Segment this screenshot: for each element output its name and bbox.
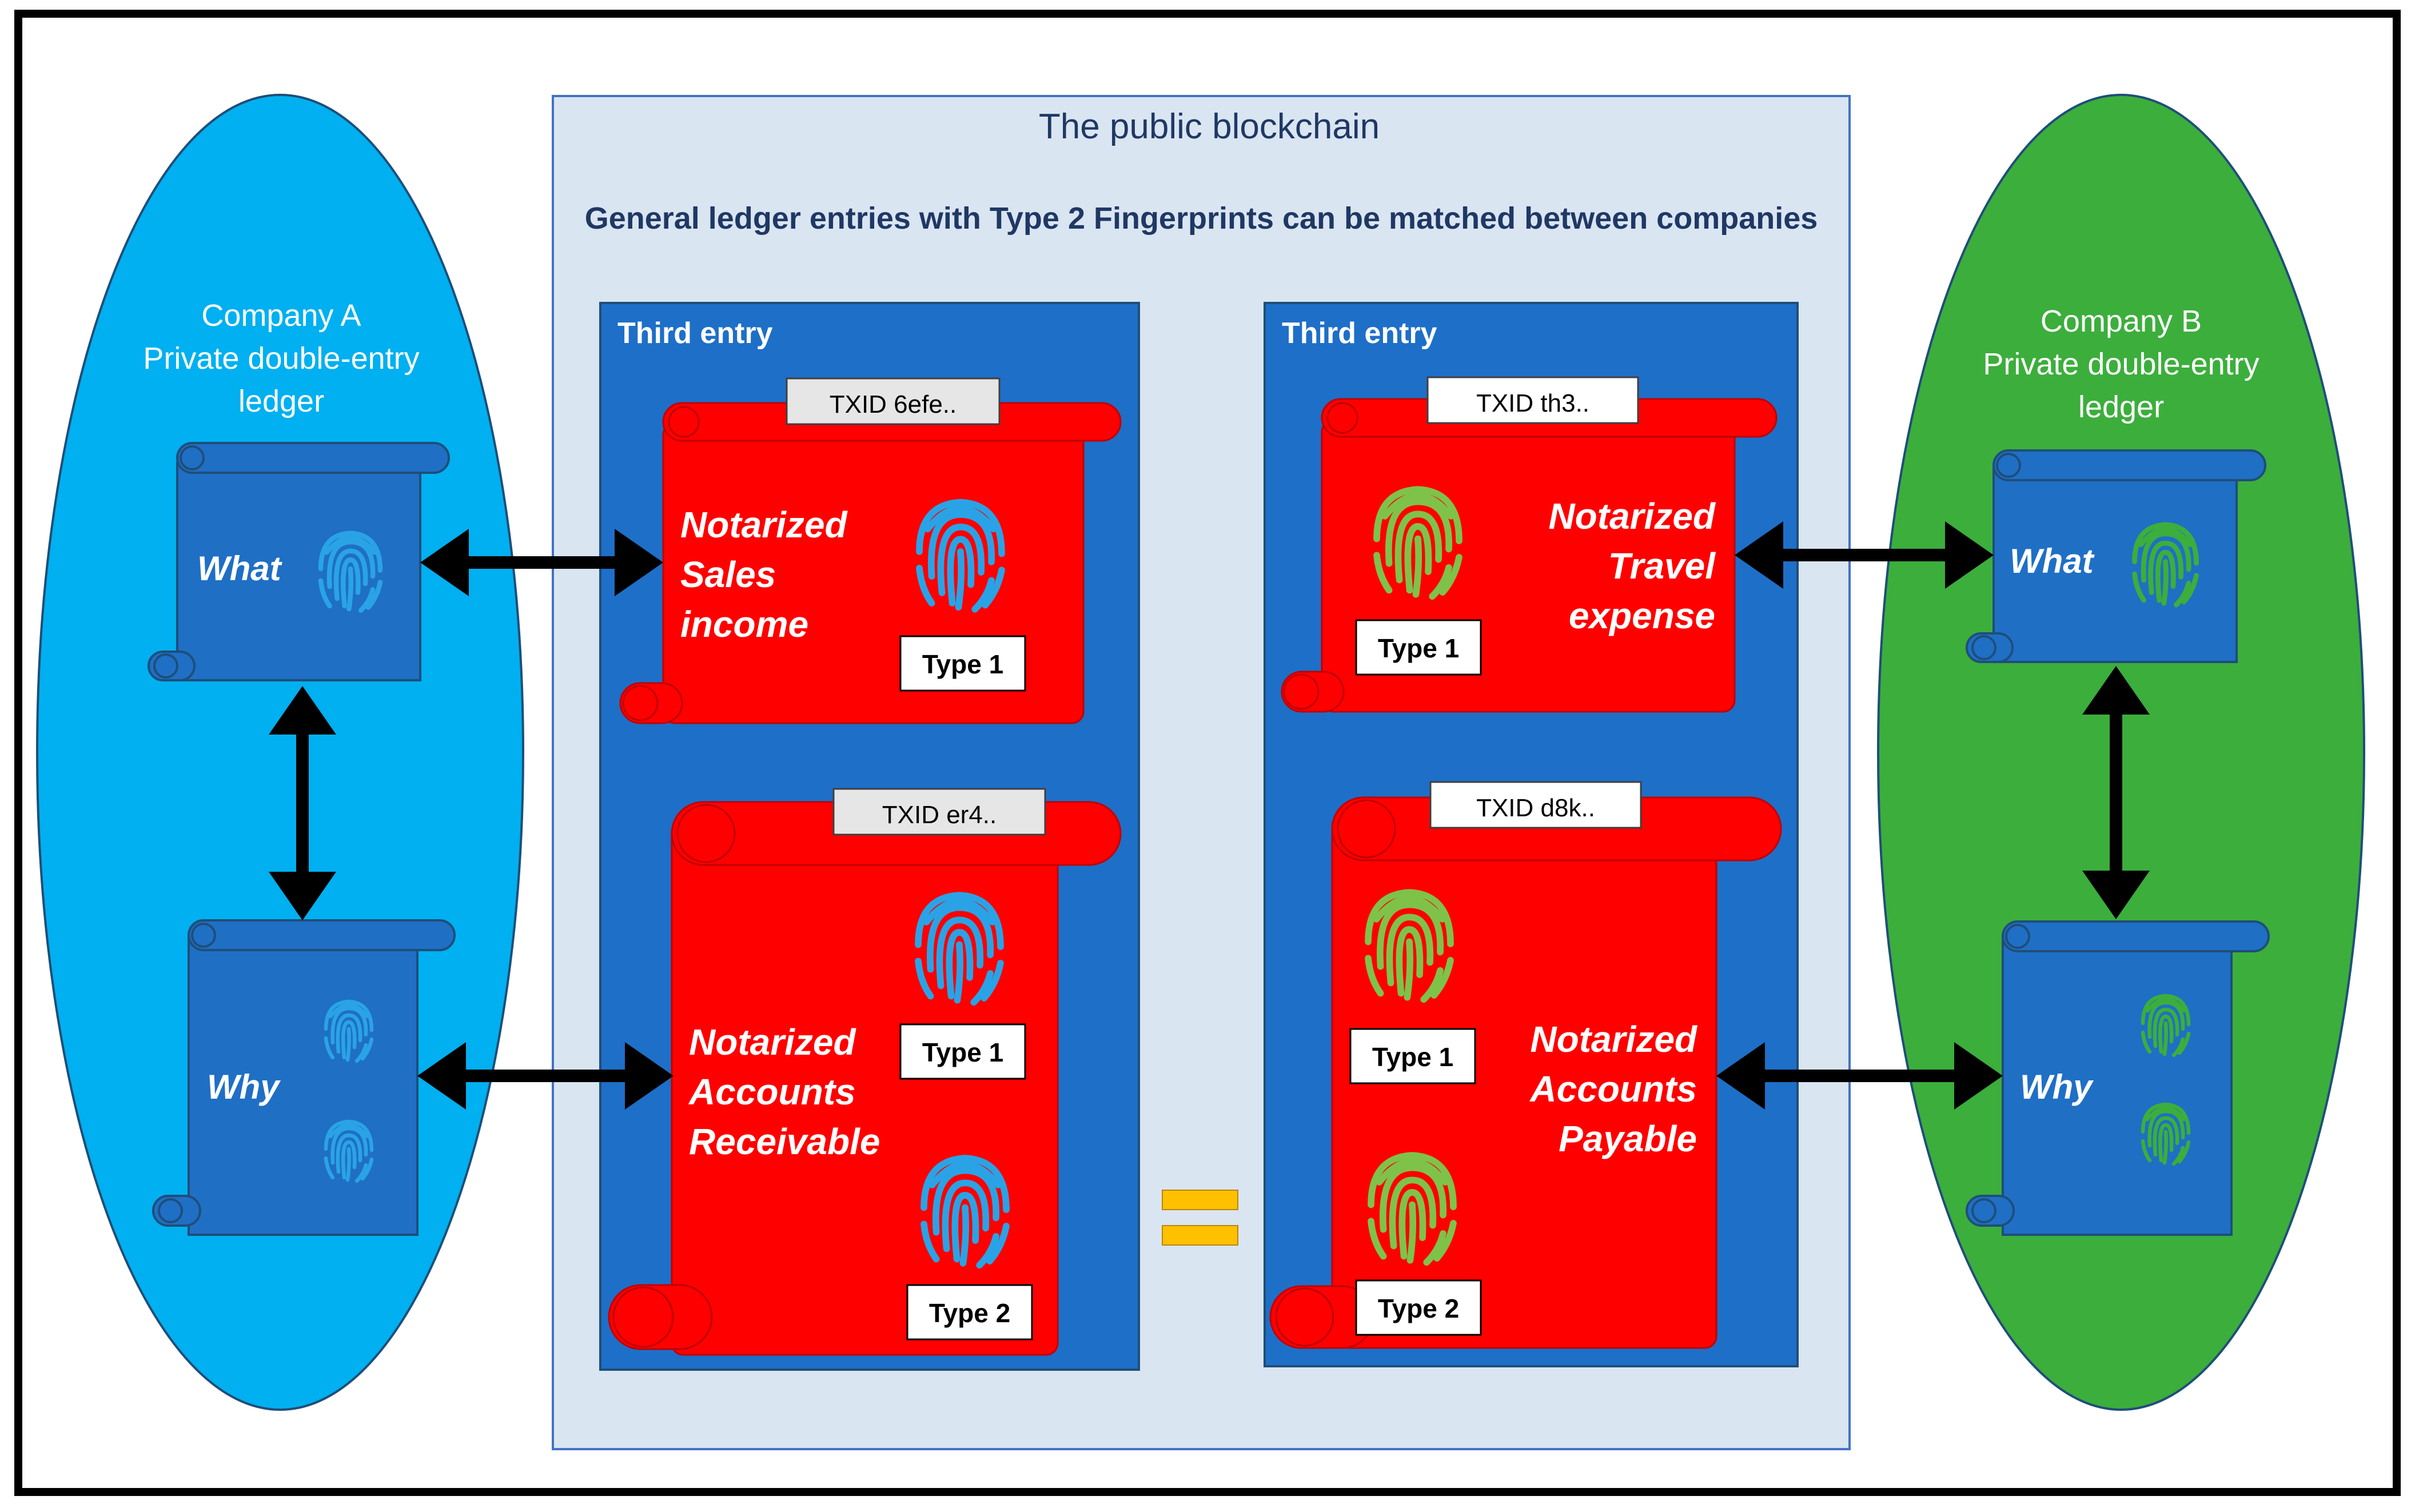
- company-b-why-label: Why: [2020, 1068, 2094, 1106]
- entry-title-line1: Notarized: [680, 504, 848, 545]
- scroll-accounts-payable: TXID d8k.. Type 1 Type 2 Notarized Accou…: [1269, 781, 1782, 1349]
- company-b-why-scroll: Why: [1966, 920, 2270, 1236]
- txid-label: TXID d8k..: [1476, 794, 1595, 822]
- type-label: Type 1: [922, 1038, 1003, 1067]
- right-entry-header: Third entry: [1282, 317, 1437, 350]
- type-badge: [899, 1023, 1026, 1080]
- entry-title-line3: Payable: [1559, 1118, 1697, 1159]
- entry-title-line2: Accounts: [688, 1071, 856, 1112]
- entry-title-line2: Sales: [680, 554, 776, 595]
- entry-title-line1: Notarized: [1548, 496, 1716, 537]
- entry-title-line1: Notarized: [1530, 1019, 1698, 1060]
- scroll-accounts-receivable: TXID er4.. Notarized Accounts Receivable…: [608, 788, 1122, 1356]
- company-b-subtitle: Private double-entry: [1983, 347, 2259, 381]
- txid-label: TXID th3..: [1476, 389, 1589, 417]
- txid-tag: [1426, 376, 1639, 424]
- scroll-sales-income: TXID 6efe.. Notarized Sales income Type …: [619, 377, 1122, 724]
- company-a-what-label: What: [197, 549, 283, 588]
- txid-label: TXID er4..: [882, 801, 997, 829]
- scroll-travel-expense: TXID th3.. Type 1 Notarized Travel expen…: [1281, 376, 1778, 713]
- equals-sign: [1162, 1190, 1238, 1246]
- double-arrow: [1716, 1042, 2003, 1110]
- entry-title-line1: Notarized: [689, 1022, 857, 1063]
- company-b-ledger: ledger: [2078, 390, 2164, 424]
- type-label: Type 1: [1372, 1042, 1453, 1072]
- type-label: Type 1: [1378, 633, 1459, 663]
- left-entry-header: Third entry: [617, 317, 773, 350]
- company-a-name: Company A: [201, 298, 361, 333]
- type-label: Type 2: [929, 1298, 1010, 1328]
- blockchain-subtitle: General ledger entries with Type 2 Finge…: [585, 201, 1818, 236]
- company-b-what-scroll: What: [1966, 449, 2266, 663]
- double-arrow: [417, 1042, 674, 1110]
- company-b-name: Company B: [2041, 304, 2202, 338]
- double-arrow: [269, 686, 336, 920]
- entry-title-line2: Travel: [1608, 545, 1716, 587]
- double-arrow: [2082, 666, 2150, 919]
- entry-title-line2: Accounts: [1529, 1068, 1697, 1110]
- type-badge: [1349, 1028, 1476, 1084]
- company-b-what-label: What: [2010, 542, 2095, 580]
- type-badge: [899, 635, 1026, 692]
- double-arrow: [420, 529, 663, 596]
- double-arrow: [1735, 521, 1994, 589]
- company-a-why-scroll: Why: [152, 919, 456, 1236]
- txid-label: TXID 6efe..: [830, 390, 957, 418]
- blockchain-title: The public blockchain: [1039, 107, 1380, 146]
- company-a-ledger: ledger: [238, 384, 324, 418]
- company-a-what-scroll: What: [148, 442, 450, 681]
- type-label: Type 1: [922, 649, 1003, 679]
- type-badge: [1355, 619, 1482, 676]
- type-badge: [1355, 1279, 1482, 1336]
- txid-tag: [832, 788, 1046, 836]
- type-badge: [906, 1284, 1033, 1341]
- type-label: Type 2: [1378, 1294, 1459, 1323]
- company-a-subtitle: Private double-entry: [143, 341, 419, 376]
- company-a-why-label: Why: [207, 1068, 281, 1106]
- entry-title-line3: expense: [1569, 595, 1715, 636]
- txid-tag: [1429, 781, 1642, 829]
- entry-title-line3: income: [680, 604, 808, 645]
- txid-tag: [786, 377, 1001, 425]
- entry-title-line3: Receivable: [689, 1121, 880, 1162]
